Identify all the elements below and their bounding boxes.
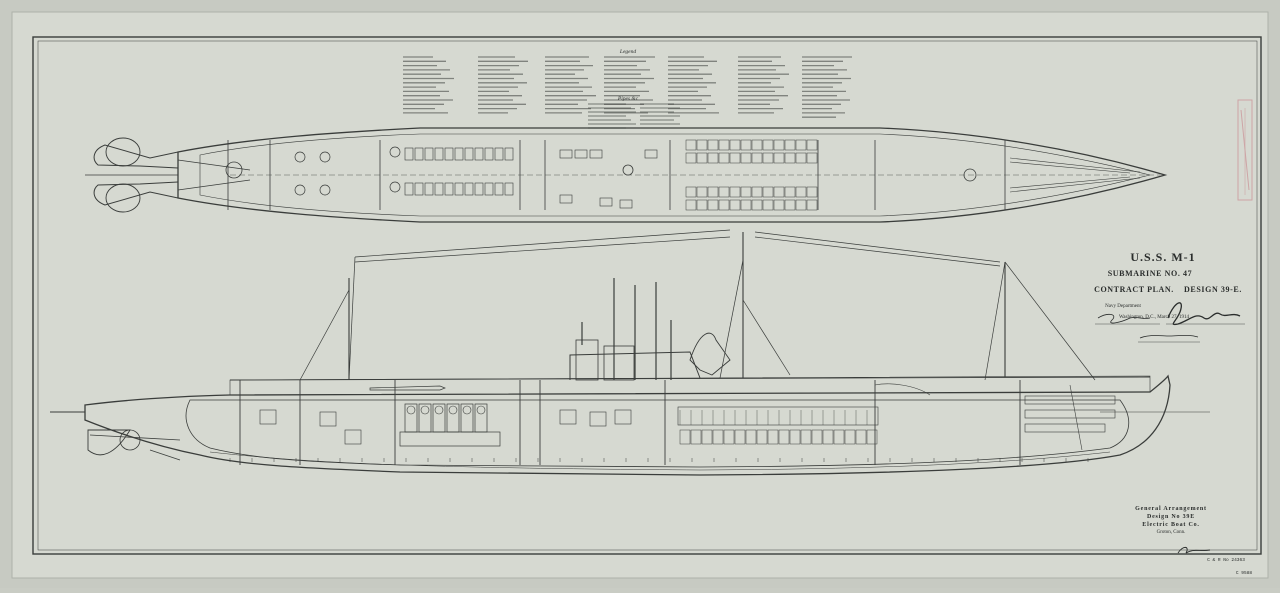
- legend-sub-heading: Pipes &c: [617, 96, 639, 102]
- electric-boat: Electric Boat Co.: [1142, 522, 1199, 528]
- groton: Groton, Conn.: [1157, 530, 1186, 535]
- drawing-number: C & R No 24363: [1207, 557, 1245, 563]
- file-number: C 9588: [1236, 570, 1253, 576]
- legend-table: [403, 56, 852, 129]
- submarine-number: SUBMARINE NO. 47: [1108, 269, 1193, 278]
- design-no: Design No 39E: [1147, 514, 1195, 520]
- design-number: DESIGN 39-E.: [1184, 285, 1242, 294]
- ship-name: U.S.S. M-1: [1130, 250, 1195, 264]
- signature-mark: [1095, 302, 1245, 343]
- contract-plan: CONTRACT PLAN.: [1094, 285, 1174, 294]
- title-block: U.S.S. M-1 SUBMARINE NO. 47 CONTRACT PLA…: [1094, 250, 1245, 343]
- border-frame: [32, 36, 1262, 555]
- plan-view: [85, 127, 1168, 223]
- place-date: Washington, D.C., March 27, 1914: [1119, 315, 1190, 320]
- red-stamp: [1237, 99, 1253, 201]
- general-arrangement: General Arrangement: [1135, 506, 1207, 512]
- elevation-view: [50, 229, 1210, 476]
- bottom-title-block: General Arrangement Design No 39E Electr…: [1135, 506, 1252, 576]
- navy-department: Navy Department: [1105, 304, 1141, 309]
- legend-heading: Legend: [619, 49, 636, 55]
